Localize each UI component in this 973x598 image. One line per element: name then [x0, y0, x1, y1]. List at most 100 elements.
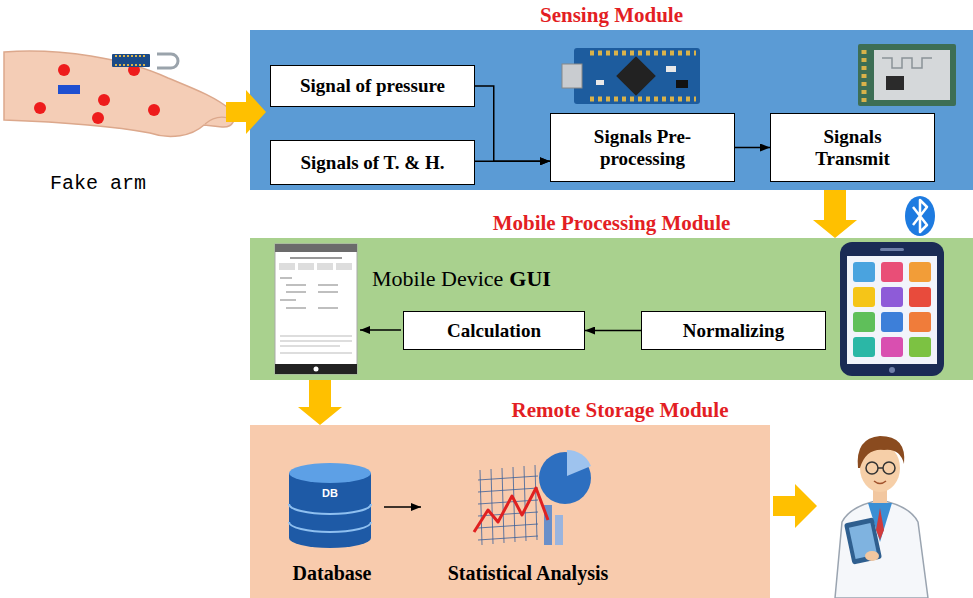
arduino-board — [562, 48, 700, 104]
arduino-board — [676, 80, 688, 88]
phone-figure — [909, 337, 931, 357]
statistics-chart — [478, 476, 538, 480]
statistics-chart — [478, 524, 538, 528]
gui-screenshot — [318, 307, 338, 309]
gui-screenshot — [314, 367, 319, 372]
phone-figure — [881, 337, 903, 357]
gui-screenshot — [336, 263, 352, 270]
gui-screenshot — [317, 263, 333, 270]
flow-arrow — [585, 330, 641, 332]
phone-figure — [853, 287, 875, 307]
flow-arrow — [384, 506, 421, 508]
fake-arm-figure — [4, 51, 234, 136]
fake-arm-figure — [92, 112, 104, 124]
statistics-chart — [478, 488, 538, 492]
doctor-figure — [835, 500, 928, 598]
gui-screenshot — [275, 244, 357, 252]
band-ground — [250, 238, 973, 380]
bluetooth-icon — [905, 196, 935, 236]
fake-arm-figure — [4, 51, 234, 136]
block-arrow — [813, 190, 857, 238]
gui-screenshot — [286, 291, 306, 293]
statistics-chart — [478, 536, 538, 540]
phone-figure — [840, 242, 944, 376]
analysis-text: Statistical Analysis — [421, 562, 635, 585]
box-text: Signals Transmit — [793, 126, 913, 170]
database-shape — [289, 522, 371, 532]
arduino-board — [616, 56, 656, 96]
fake-arm-figure — [205, 117, 228, 124]
gui-screenshot — [275, 244, 357, 374]
statistics-chart — [567, 450, 591, 476]
phone-figure — [853, 312, 875, 332]
process-box: Normalizing — [641, 311, 826, 350]
phone-figure — [853, 262, 875, 282]
doctor-figure — [865, 551, 879, 561]
fake-arm-figure — [148, 104, 160, 116]
box-text: Calculation — [447, 320, 541, 342]
gui-screenshot — [275, 364, 357, 374]
bluetooth-module — [874, 50, 950, 100]
flow-arrow — [475, 161, 550, 163]
doctor-figure — [858, 436, 905, 468]
statistics-chart — [474, 450, 591, 545]
gui-screenshot — [280, 336, 352, 337]
flow-arrow — [475, 86, 550, 161]
gui-screenshot — [275, 244, 357, 374]
band-ground — [250, 30, 973, 190]
gui-screenshot — [280, 353, 352, 354]
database-shape — [289, 504, 371, 514]
fake-arm-figure — [112, 54, 150, 67]
database-cylinder: DBDatabase — [280, 462, 384, 590]
process-box: Signals Pre-processing — [550, 113, 735, 182]
database-shape — [289, 463, 371, 483]
block-arrow — [773, 484, 817, 528]
bluetooth-icon — [913, 200, 927, 232]
module-band: Remote Storage ModuleDBDatabaseStatistic… — [250, 425, 770, 598]
box-text: Signal of pressure — [300, 75, 445, 97]
block-arrow — [226, 90, 817, 528]
block-arrow — [226, 90, 266, 134]
label-holder: Mobile Device — [372, 266, 503, 292]
label-holder: Fake arm — [50, 172, 146, 196]
gui-screenshot — [280, 299, 296, 301]
arduino-board — [590, 51, 696, 56]
statistics-chart — [535, 465, 537, 540]
box-text: Signals Pre-processing — [568, 126, 718, 170]
label-holder: GUI — [509, 266, 551, 292]
gui-screenshot — [318, 291, 338, 293]
phone-figure — [847, 256, 937, 364]
process-box: Calculation — [403, 311, 585, 350]
phone-figure — [880, 248, 904, 251]
gui-screenshot — [280, 341, 352, 342]
gui-caption: Mobile Device — [372, 266, 503, 292]
phone-figure — [909, 262, 931, 282]
process-box: Signal of pressure — [270, 65, 475, 107]
doctor-figure — [883, 462, 895, 474]
statistics-chart — [502, 468, 504, 543]
fake-arm-figure — [34, 102, 46, 114]
gui-screenshot — [318, 284, 338, 286]
database-text: DB — [289, 487, 371, 499]
arrow-to-gui — [360, 329, 401, 331]
phone-figure — [889, 367, 895, 373]
module-heading: Sensing Module — [250, 3, 973, 27]
module-band: Mobile Processing ModuleCalculationNorma… — [250, 238, 973, 380]
gui-caption: GUI — [509, 266, 551, 292]
bluetooth-module — [858, 44, 956, 106]
gui-screenshot — [298, 263, 314, 270]
bluetooth-module — [886, 76, 904, 90]
phone-figure — [909, 312, 931, 332]
fake-arm-figure — [157, 54, 178, 68]
process-box: Signals of T. & H. — [270, 140, 475, 185]
figure-caption: Fake arm — [50, 172, 146, 196]
phone-figure — [840, 242, 944, 376]
database-shape — [289, 473, 371, 548]
arduino-board — [574, 48, 700, 104]
process-box: Signals Transmit — [770, 113, 935, 182]
box-text: Signals of T. & H. — [301, 152, 445, 174]
